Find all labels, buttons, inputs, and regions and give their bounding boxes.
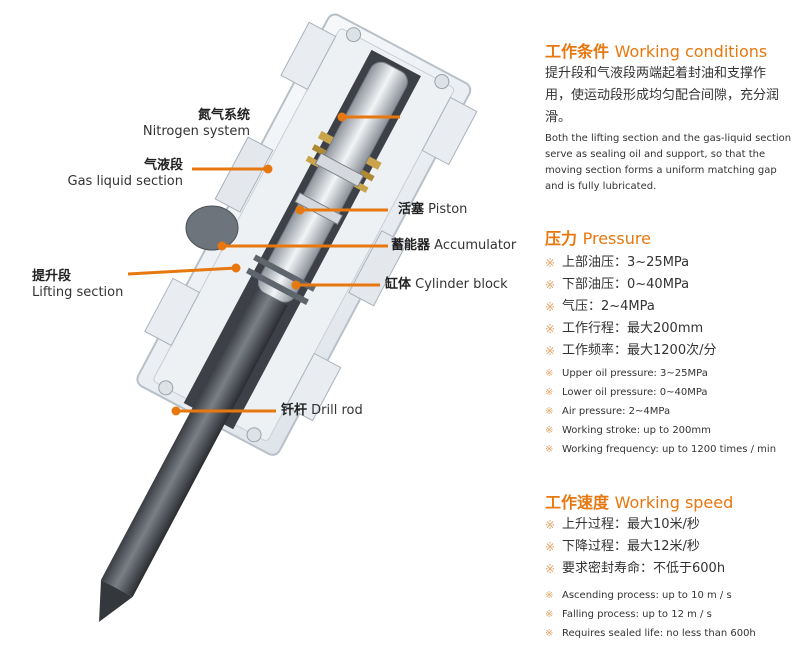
callout-nitrogen-en: Nitrogen system xyxy=(143,124,250,140)
accumulator-housing xyxy=(186,206,238,250)
list-item: ※Upper oil pressure: 3~25MPa xyxy=(545,364,776,383)
callout-lifting-zh: 提升段 xyxy=(32,269,123,285)
asterisk-bullet-icon: ※ xyxy=(545,586,553,605)
callout-cylinder: 缸体 Cylinder block xyxy=(385,277,508,293)
asterisk-bullet-icon: ※ xyxy=(545,364,553,383)
callout-piston: 活塞 Piston xyxy=(398,202,467,218)
callout-accumulator: 蓄能器 Accumulator xyxy=(391,238,516,254)
list-item: ※Falling process: up to 12 m / s xyxy=(545,605,756,624)
list-item: ※上升过程：最大10米/秒 xyxy=(545,514,725,536)
asterisk-bullet-icon: ※ xyxy=(545,340,555,362)
asterisk-bullet-icon: ※ xyxy=(545,252,555,274)
pressure-list-zh: ※上部油压：3~25MPa ※下部油压：0~40MPa ※气压：2~4MPa ※… xyxy=(545,252,716,362)
callout-lifting-en: Lifting section xyxy=(32,285,123,301)
callout-drill-rod-zh: 钎杆 xyxy=(281,403,307,418)
callout-gas-liquid: 气液段 Gas liquid section xyxy=(68,158,183,191)
list-item: ※气压：2~4MPa xyxy=(545,296,716,318)
spec-panel: 工作条件 Working conditions 提升段和气液段两端起着封油和支撑… xyxy=(545,0,800,667)
list-item: ※Ascending process: up to 10 m / s xyxy=(545,586,756,605)
callout-gas-liquid-zh: 气液段 xyxy=(68,158,183,174)
asterisk-bullet-icon: ※ xyxy=(545,421,553,440)
asterisk-bullet-icon: ※ xyxy=(545,605,553,624)
callout-gas-liquid-en: Gas liquid section xyxy=(68,174,183,190)
asterisk-bullet-icon: ※ xyxy=(545,624,553,643)
pressure-list-en: ※Upper oil pressure: 3~25MPa ※Lower oil … xyxy=(545,364,776,459)
hydraulic-breaker-diagram: 气液段 Gas liquid section 提升段 Lifting secti… xyxy=(0,0,540,667)
callout-drill-rod: 钎杆 Drill rod xyxy=(281,403,363,419)
callout-accumulator-zh: 蓄能器 xyxy=(391,238,430,253)
working-conditions-title-en: Working conditions xyxy=(615,42,768,61)
callout-nitrogen: 氮气系统 Nitrogen system xyxy=(143,108,250,141)
list-item: ※上部油压：3~25MPa xyxy=(545,252,716,274)
callout-cylinder-zh: 缸体 xyxy=(385,277,411,292)
working-speed-title-en: Working speed xyxy=(615,493,734,512)
working-conditions-title: 工作条件 Working conditions xyxy=(545,38,767,62)
pressure-title-en: Pressure xyxy=(583,229,651,248)
cylinder-housing xyxy=(121,5,486,465)
list-item: ※要求密封寿命：不低于600h xyxy=(545,558,725,580)
working-conditions-desc-zh: 提升段和气液段两端起着封油和支撑作用，使运动段形成均匀配合间隙，充分润滑。 xyxy=(545,63,790,129)
asterisk-bullet-icon: ※ xyxy=(545,402,553,421)
working-conditions-title-zh: 工作条件 xyxy=(545,42,609,61)
callout-drill-rod-en: Drill rod xyxy=(311,403,363,418)
working-speed-list-zh: ※上升过程：最大10米/秒 ※下降过程：最大12米/秒 ※要求密封寿命：不低于6… xyxy=(545,514,725,580)
asterisk-bullet-icon: ※ xyxy=(545,274,555,296)
callout-piston-en: Piston xyxy=(428,202,467,217)
list-item: ※Working frequency: up to 1200 times / m… xyxy=(545,440,776,459)
list-item: ※Lower oil pressure: 0~40MPa xyxy=(545,383,776,402)
list-item: ※工作频率：最大1200次/分 xyxy=(545,340,716,362)
callout-piston-zh: 活塞 xyxy=(398,202,424,217)
list-item: ※Requires sealed life: no less than 600h xyxy=(545,624,756,643)
list-item: ※工作行程：最大200mm xyxy=(545,318,716,340)
callout-lifting: 提升段 Lifting section xyxy=(32,269,123,302)
asterisk-bullet-icon: ※ xyxy=(545,296,555,318)
asterisk-bullet-icon: ※ xyxy=(545,536,555,558)
asterisk-bullet-icon: ※ xyxy=(545,383,553,402)
pressure-title-zh: 压力 xyxy=(545,229,577,248)
list-item: ※下部油压：0~40MPa xyxy=(545,274,716,296)
callout-cylinder-en: Cylinder block xyxy=(415,277,507,292)
list-item: ※Air pressure: 2~4MPa xyxy=(545,402,776,421)
working-conditions-desc-en: Both the lifting section and the gas-liq… xyxy=(545,131,795,195)
list-item: ※Working stroke: up to 200mm xyxy=(545,421,776,440)
pressure-title: 压力 Pressure xyxy=(545,225,651,249)
asterisk-bullet-icon: ※ xyxy=(545,440,553,459)
working-speed-list-en: ※Ascending process: up to 10 m / s ※Fall… xyxy=(545,586,756,643)
breaker-cutaway-illustration xyxy=(0,0,540,667)
working-speed-title-zh: 工作速度 xyxy=(545,493,609,512)
callout-accumulator-en: Accumulator xyxy=(434,238,516,253)
callout-nitrogen-zh: 氮气系统 xyxy=(143,108,250,124)
working-speed-title: 工作速度 Working speed xyxy=(545,489,733,513)
asterisk-bullet-icon: ※ xyxy=(545,558,555,580)
list-item: ※下降过程：最大12米/秒 xyxy=(545,536,725,558)
asterisk-bullet-icon: ※ xyxy=(545,514,555,536)
asterisk-bullet-icon: ※ xyxy=(545,318,555,340)
